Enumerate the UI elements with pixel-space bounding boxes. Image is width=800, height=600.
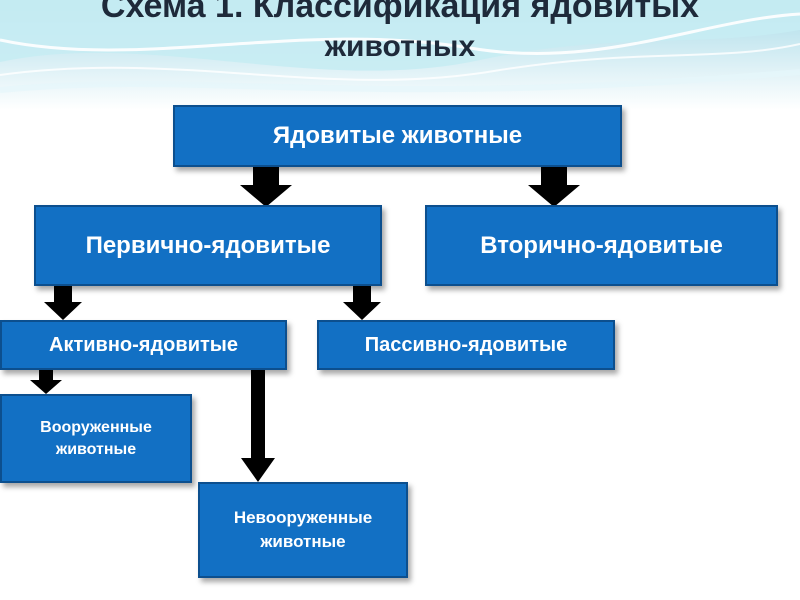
arrow-primary-to-passive (343, 286, 381, 320)
node-secondary-venomous: Вторично-ядовитые (425, 205, 778, 286)
title-line-2: животных (324, 30, 476, 63)
node-primary-venomous: Первично-ядовитые (34, 205, 382, 286)
arrow-primary-to-active (44, 286, 82, 320)
node-active-venomous: Активно-ядовитые (0, 320, 287, 370)
arrow-active-to-unarmed (241, 370, 275, 482)
node-passive-venomous: Пассивно-ядовитые (317, 320, 615, 370)
slide-title: Схема 1. Классификация ядовитых животных (0, 0, 800, 66)
title-line-1: Схема 1. Классификация ядовитых (100, 0, 700, 25)
node-armed-animals: Вооруженные животные (0, 394, 192, 483)
node-venomous-animals: Ядовитые животные (173, 105, 622, 167)
arrow-active-to-armed (30, 370, 62, 394)
arrow-root-to-secondary (528, 167, 580, 207)
arrow-root-to-primary (240, 167, 292, 207)
header-wave-decoration (0, 0, 800, 110)
node-unarmed-animals: Невооруженные животные (198, 482, 408, 578)
